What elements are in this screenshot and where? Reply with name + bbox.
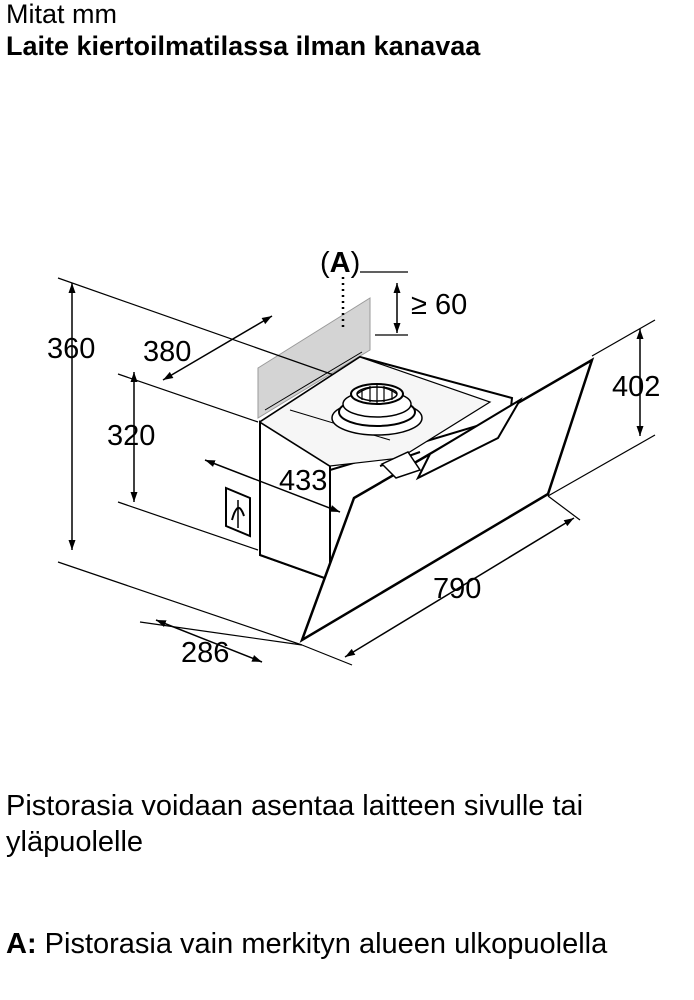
dim-clearance: ≥ 60 — [411, 289, 467, 321]
dim-body-depth: 286 — [181, 637, 229, 669]
dim-panel-height: 402 — [612, 371, 660, 403]
marker-letter: A — [330, 247, 351, 279]
dimension-lines — [68, 283, 644, 663]
fan-icon — [331, 383, 423, 436]
dim-body-height: 320 — [107, 420, 155, 452]
page-title: Laite kiertoilmatilassa ilman kanavaa — [6, 31, 481, 61]
dim-total-height: 360 — [47, 333, 95, 365]
legend-text: Pistorasia vain merkityn alueen ulkopuol… — [44, 928, 608, 960]
subtitle: Mitat mm — [6, 0, 117, 29]
restricted-area — [257, 297, 371, 419]
legend-key: A: — [6, 928, 37, 960]
legend: A: Pistorasia vain merkityn alueen ulkop… — [6, 926, 694, 962]
installation-note: Pistorasia voidaan asentaa laitteen sivu… — [6, 790, 584, 858]
dim-depth-top: 380 — [143, 336, 191, 368]
marker-label: (A) — [320, 247, 360, 279]
socket-icon — [225, 486, 251, 538]
dim-width: 790 — [433, 573, 481, 605]
dim-depth-inner: 433 — [279, 465, 327, 497]
